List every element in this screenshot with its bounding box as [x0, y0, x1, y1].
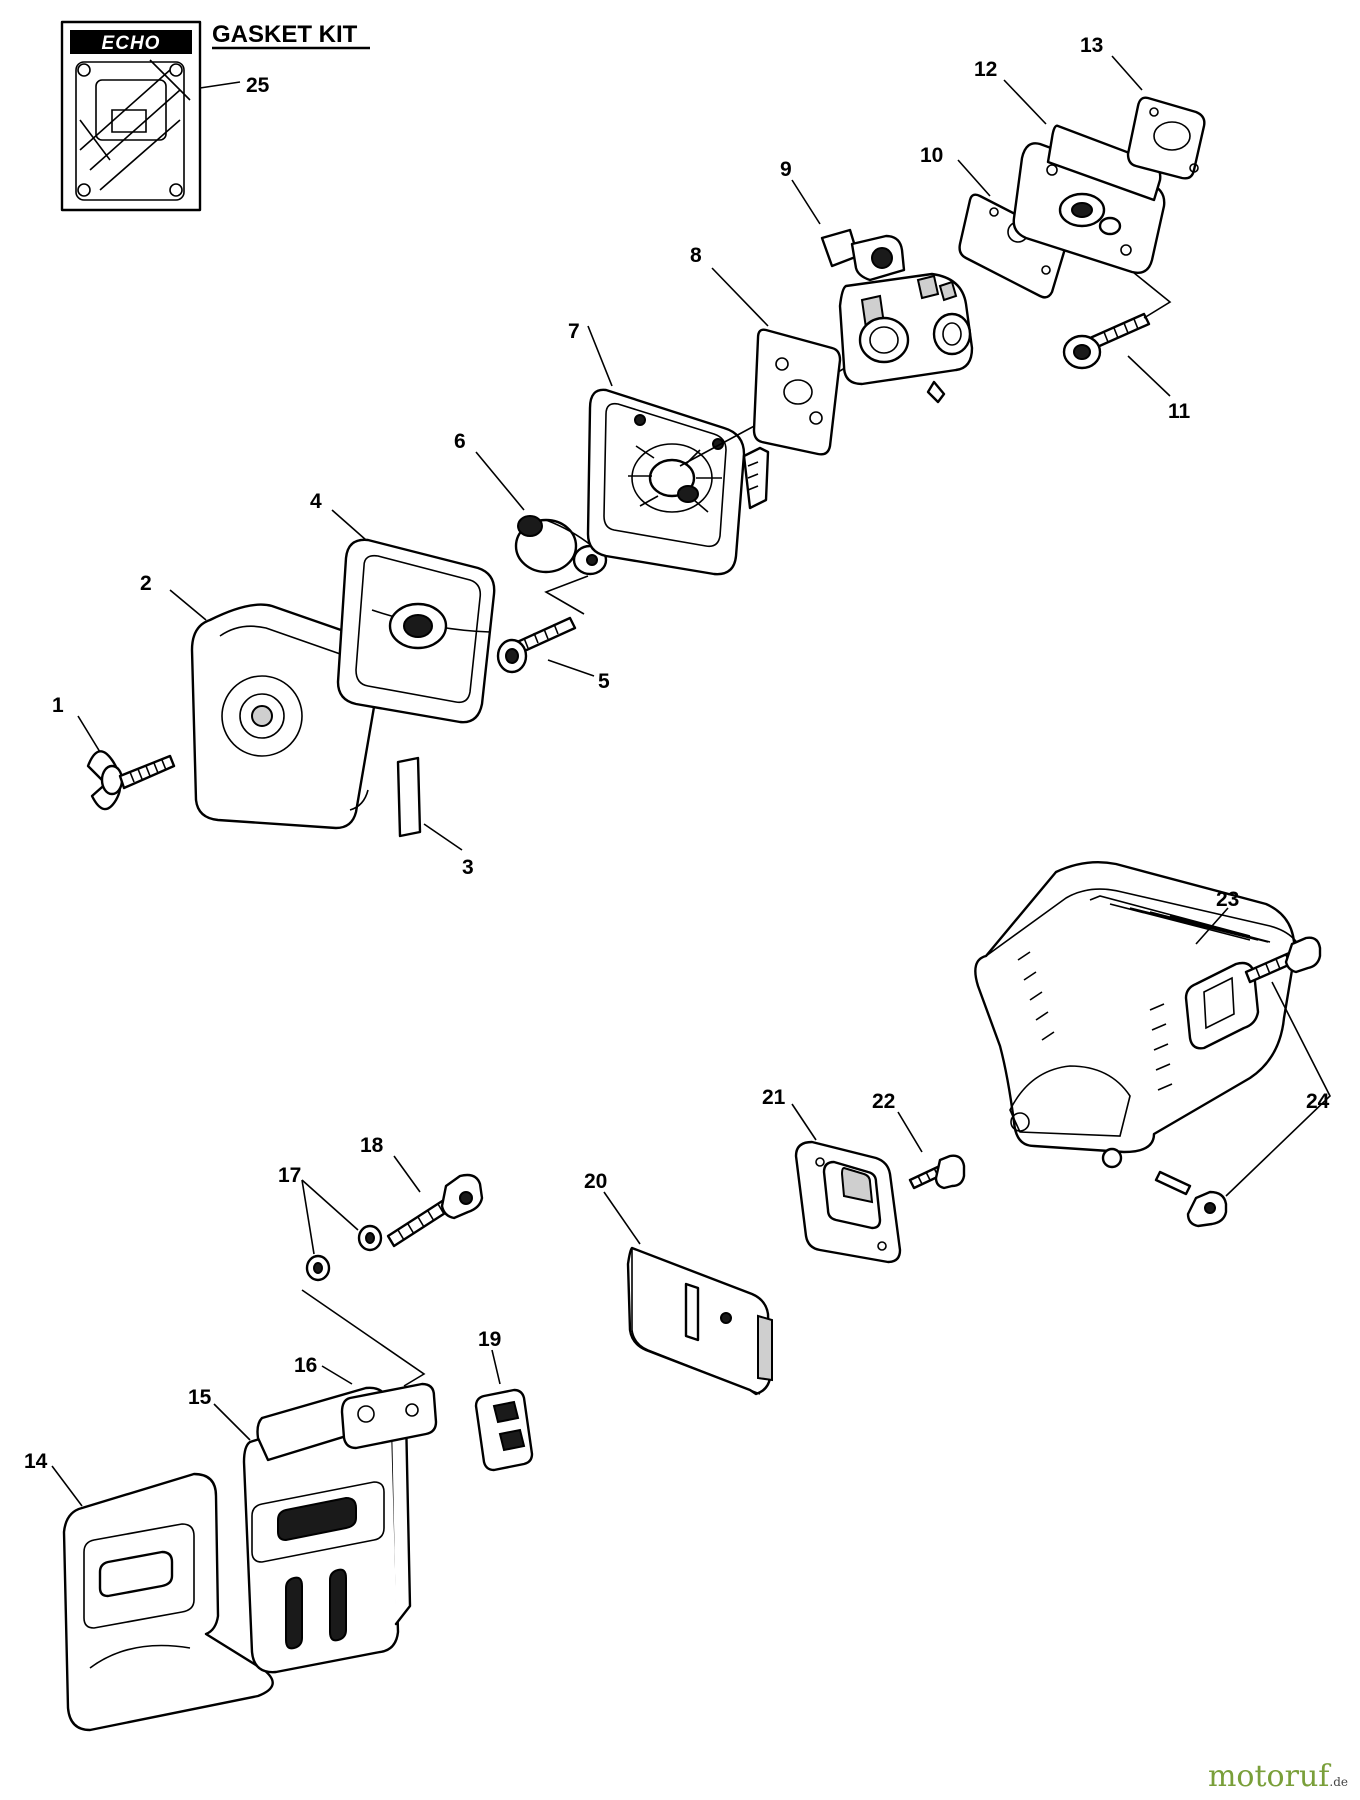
watermark-logo: motoruf.de — [1208, 1759, 1348, 1794]
callout-1: 1 — [52, 694, 64, 717]
spark-arrestor-screen[interactable] — [474, 1388, 534, 1472]
callout-9: 9 — [780, 158, 792, 181]
callout-19: 19 — [478, 1328, 501, 1351]
callout-6: 6 — [454, 430, 466, 453]
exhaust-gasket[interactable] — [794, 1140, 902, 1264]
callout-17: 17 — [278, 1164, 301, 1187]
callout-15: 15 — [188, 1386, 212, 1409]
callout-20: 20 — [584, 1170, 607, 1193]
callout-10: 10 — [920, 144, 943, 167]
callout-14: 14 — [24, 1450, 48, 1473]
callout-12: 12 — [974, 58, 997, 81]
label-plate[interactable] — [396, 756, 422, 838]
cover-bolt-lower[interactable] — [1154, 1170, 1228, 1228]
echo-logo: ECHO — [102, 33, 161, 54]
breather-valve[interactable] — [514, 515, 608, 576]
callout-13: 13 — [1080, 34, 1103, 57]
callout-5: 5 — [598, 670, 610, 693]
cover-bolt-upper[interactable] — [1244, 936, 1322, 984]
watermark-main: motoruf — [1207, 1759, 1330, 1794]
air-cleaner-cover[interactable] — [190, 603, 382, 830]
callout-11: 11 — [1168, 400, 1191, 423]
callout-25: 25 — [246, 74, 270, 97]
callout-24: 24 — [1306, 1090, 1330, 1113]
callout-8: 8 — [690, 244, 702, 267]
callout-22: 22 — [872, 1090, 895, 1113]
insulator-gasket-13[interactable] — [1126, 96, 1206, 180]
air-cleaner-base[interactable] — [586, 388, 770, 576]
muffler-gasket[interactable] — [340, 1382, 438, 1450]
carburetor-screw[interactable] — [1062, 312, 1151, 370]
muffler-cover-plate[interactable] — [626, 1246, 773, 1396]
callout-21: 21 — [762, 1086, 786, 1109]
callout-2: 2 — [140, 572, 152, 595]
wing-bolt[interactable] — [86, 750, 176, 811]
callout-18: 18 — [360, 1134, 384, 1157]
muffler-bolt[interactable] — [386, 1173, 484, 1248]
muffler-guard-plate[interactable] — [62, 1472, 274, 1732]
gasket-screw[interactable] — [908, 1154, 966, 1190]
callout-16: 16 — [294, 1354, 317, 1377]
washer-pair[interactable] — [305, 1224, 383, 1282]
watermark-suffix: .de — [1329, 1775, 1348, 1789]
muffler[interactable] — [242, 1386, 412, 1674]
callout-3: 3 — [462, 856, 474, 879]
callout-7: 7 — [568, 320, 580, 343]
gasket-kit-package[interactable]: ECHO — [60, 20, 202, 212]
cylinder-cover[interactable] — [974, 861, 1305, 1169]
carburetor-gasket[interactable] — [752, 328, 842, 456]
gasket-kit-title: GASKET KIT — [212, 21, 358, 48]
air-filter-element[interactable] — [336, 538, 496, 724]
callout-23: 23 — [1216, 888, 1239, 911]
carburetor[interactable] — [820, 228, 974, 404]
callout-4: 4 — [310, 490, 322, 513]
flange-bolt-5[interactable] — [496, 616, 577, 674]
